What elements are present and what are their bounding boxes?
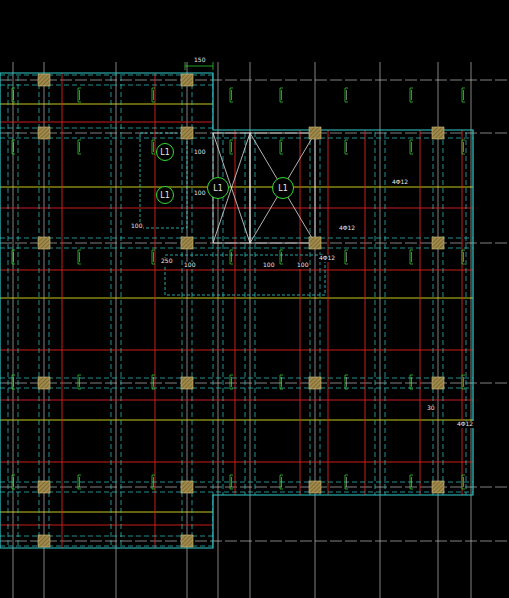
beam-callout-circle: L1: [272, 177, 294, 199]
dimension-label: 4Φ12: [338, 225, 356, 232]
dimension-label: 100: [262, 262, 275, 269]
dimension-label: 150: [193, 57, 206, 64]
building-outline: [0, 73, 473, 548]
rebar-marks: [12, 62, 465, 489]
beam-lines: [0, 60, 509, 560]
dimension-label: 250: [160, 258, 173, 265]
dimension-label: 100: [193, 190, 206, 197]
beam-callout-circle: L1: [207, 177, 229, 199]
stair-opening: [140, 133, 325, 295]
dimension-label: 100: [130, 223, 143, 230]
beam-callout-circle: L1: [156, 143, 174, 161]
dimension-label: 100: [193, 149, 206, 156]
dimension-label: 4Φ12: [456, 421, 474, 428]
dimension-label: 100: [183, 262, 196, 269]
dimension-label: 100: [296, 262, 309, 269]
dimension-label: 4Φ12: [391, 179, 409, 186]
callout-text: L1: [213, 184, 223, 193]
callout-text: L1: [160, 191, 170, 200]
dimension-label: 30: [426, 405, 436, 412]
beam-callout-circle: L1: [156, 186, 174, 204]
dimension-label: 4Φ12: [318, 255, 336, 262]
callout-text: L1: [160, 148, 170, 157]
callout-text: L1: [278, 184, 288, 193]
columns: [38, 74, 444, 547]
